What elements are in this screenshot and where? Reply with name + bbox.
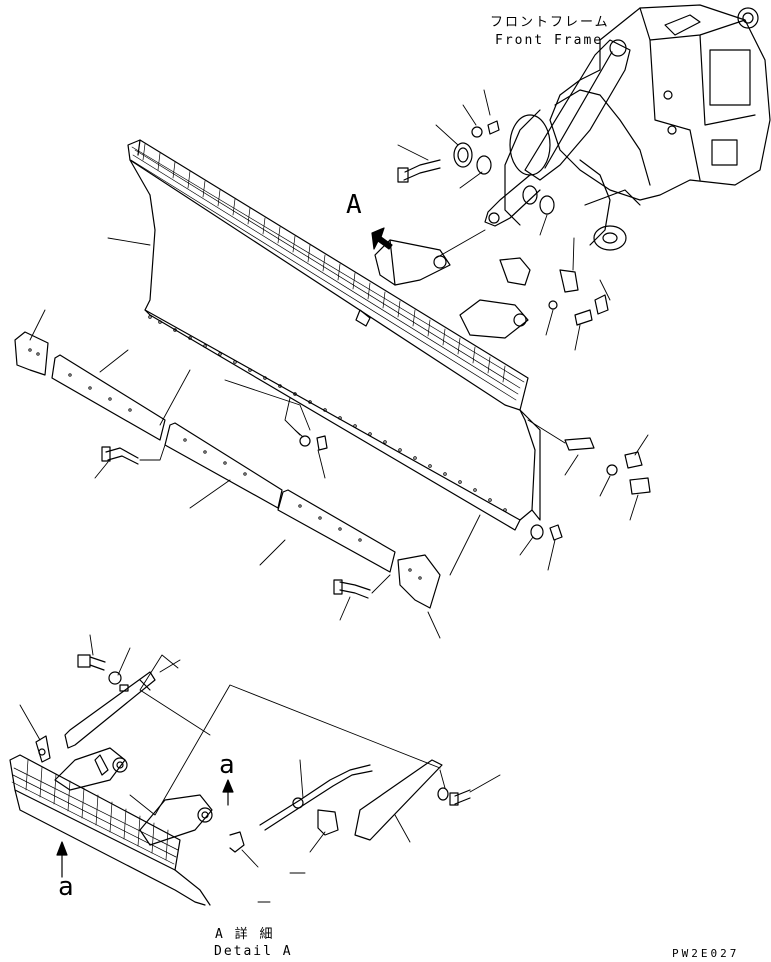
- drawing-code: PW2E027: [672, 947, 740, 960]
- hardware: [102, 121, 650, 598]
- front-frame: [485, 5, 770, 250]
- front-frame-label-en: Front Frame: [495, 33, 604, 48]
- detail-a: [10, 635, 500, 905]
- leader-lines: [30, 90, 648, 638]
- cutting-edges: [15, 332, 440, 608]
- detail-a-label-jp: A 詳 細: [215, 927, 275, 942]
- view-marker-label: A: [346, 190, 362, 220]
- front-frame-label-jp: フロントフレーム: [490, 15, 610, 30]
- section-a-lower-label: a: [58, 872, 74, 902]
- view-arrow: [372, 228, 392, 249]
- section-a-upper-label: a: [219, 750, 235, 780]
- blade: [128, 140, 540, 530]
- detail-a-label-en: Detail A: [214, 944, 293, 959]
